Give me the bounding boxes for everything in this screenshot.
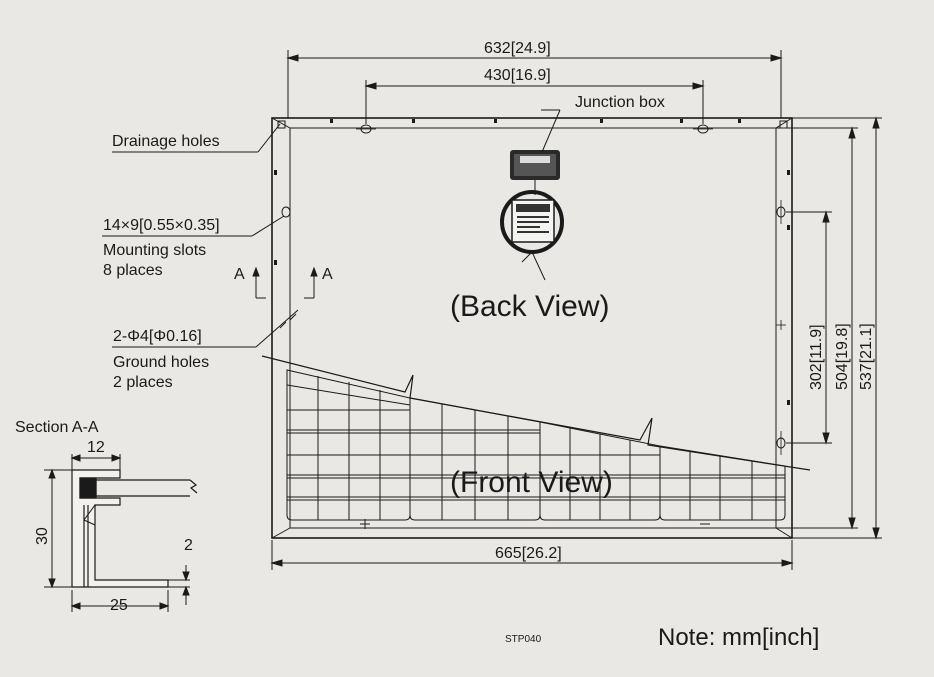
dim-665 [270,540,794,570]
dim-inner-height: 504[19.8] [834,323,851,390]
junction-box-label: Junction box [575,94,665,111]
dim-right [776,116,882,540]
ground-hole-count: 2 places [113,374,173,391]
drawing-code: STP040 [505,634,542,645]
ground-leader [112,309,299,348]
section-marker-right [304,266,318,299]
section-dims [44,454,190,612]
dim-632 [286,50,783,118]
frame-outline [271,117,793,539]
frame-marks [274,119,790,405]
ground-hole-size: 2-Φ4[Φ0.16] [113,328,202,345]
section-width-bottom: 25 [110,597,128,614]
mounting-slot-count: 8 places [103,262,163,279]
dim-slot-height: 302[11.9] [808,324,825,390]
mounting-leader [102,215,285,237]
section-panel [96,479,198,497]
mounting-slot-size: 14×9[0.55×0.35] [103,217,220,234]
junction-box [510,109,561,180]
back-view-label: (Back View) [450,290,610,323]
nameplate-label [500,180,564,281]
section-height: 30 [34,527,51,545]
dim-frame-width: 665[26.2] [495,545,562,562]
ground-hole-text: Ground holes [113,354,209,371]
section-marker-left [252,266,266,299]
section-marker-a-right: A [322,266,333,283]
mounting-slot-text: Mounting slots [103,242,206,259]
section-title: Section A-A [15,419,99,436]
front-view-label: (Front View) [450,466,613,499]
section-width-top: 12 [87,439,105,456]
section-thickness: 2 [184,537,193,554]
section-marker-a-left: A [234,266,245,283]
front-view-cells [261,355,811,529]
dim-slot-width: 430[16.9] [484,67,551,84]
drainage-holes-label: Drainage holes [112,133,220,150]
dim-430 [364,80,705,124]
section-profile [71,469,169,588]
drainage-leader [112,123,281,153]
dim-overall-width: 632[24.9] [484,40,551,57]
slot-centerlines [356,128,786,455]
dim-overall-height: 537[21.1] [858,323,875,390]
units-note: Note: mm[inch] [658,624,819,651]
